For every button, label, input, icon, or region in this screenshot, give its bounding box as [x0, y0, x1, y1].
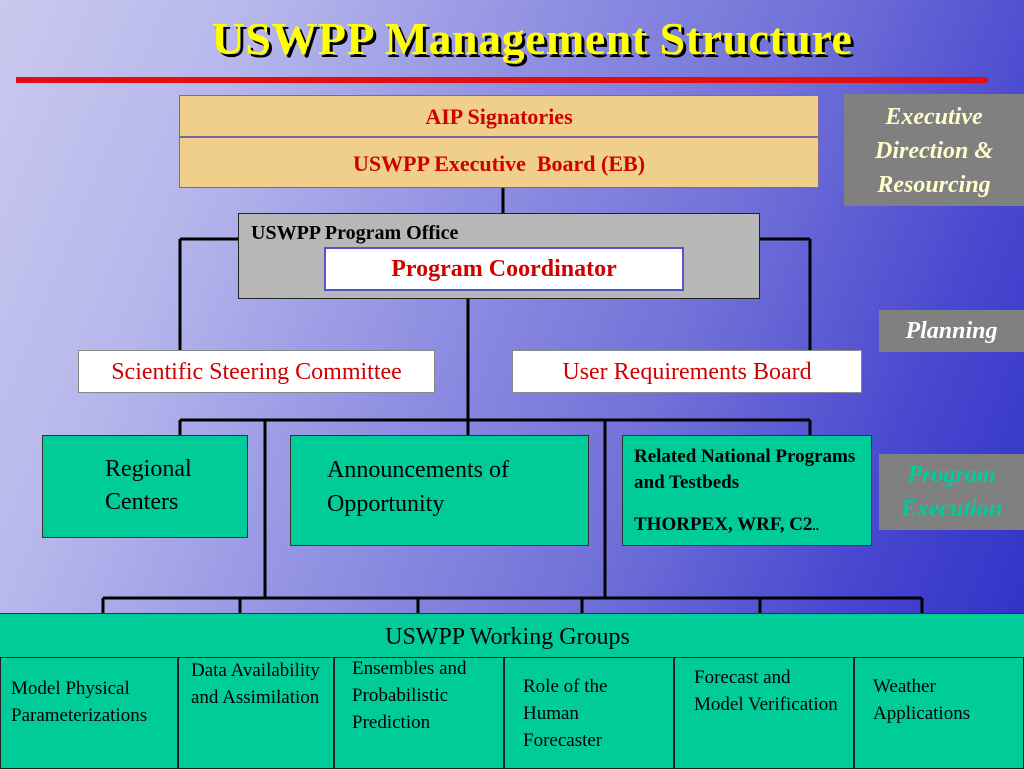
working-group-model-physics: Model Physical Parameterizations	[0, 657, 178, 769]
working-group-label: Model Physical Parameterizations	[11, 678, 148, 726]
related-programs-title: Related National Programs and Testbeds	[634, 446, 856, 493]
working-group-weather-applications: Weather Applications	[854, 657, 1024, 769]
announcements-box: Announcements of Opportunity	[290, 435, 589, 546]
program-coordinator-box: Program Coordinator	[324, 247, 684, 291]
working-group-human-forecaster: Role of the Human Forecaster	[504, 657, 674, 769]
working-group-label: Role of the Human Forecaster	[523, 676, 608, 751]
working-groups-panel: USWPP Working Groups Model Physical Para…	[0, 613, 1024, 769]
working-group-label: Ensembles and Probabilistic Prediction	[352, 658, 467, 733]
working-group-verification: Forecast and Model Verification	[674, 657, 854, 769]
side-label-executive: Executive Direction & Resourcing	[844, 94, 1024, 206]
related-programs-box: Related National Programs and Testbeds T…	[622, 435, 872, 546]
working-group-label: Data Availability and Assimilation	[191, 660, 320, 708]
announcements-label: Announcements of Opportunity	[327, 457, 509, 517]
working-groups-title: USWPP Working Groups	[385, 624, 630, 650]
side-label-planning: Planning	[879, 310, 1024, 352]
program-office-label: USWPP Program Office	[251, 222, 459, 244]
working-group-label: Weather Applications	[873, 676, 971, 724]
aip-signatories-box: AIP Signatories	[179, 95, 819, 137]
executive-board-box: USWPP Executive Board (EB)	[179, 137, 819, 188]
working-group-label: Forecast and Model Verification	[694, 667, 838, 715]
regional-centers-label: Regional Centers	[105, 456, 192, 515]
related-programs-detail: THORPEX, WRF, C2..	[634, 514, 819, 535]
working-group-ensembles: Ensembles and Probabilistic Prediction	[334, 657, 504, 769]
title-underline	[16, 77, 988, 83]
regional-centers-box: Regional Centers	[42, 435, 248, 538]
working-group-data-assimilation: Data Availability and Assimilation	[178, 657, 334, 769]
user-requirements-board-box: User Requirements Board	[512, 350, 862, 393]
scientific-steering-committee-box: Scientific Steering Committee	[78, 350, 435, 393]
program-office-box: USWPP Program Office Program Coordinator	[238, 213, 760, 299]
page-title: USWPP Management Structure	[211, 13, 853, 64]
side-label-execution: Program Execution	[879, 454, 1024, 530]
